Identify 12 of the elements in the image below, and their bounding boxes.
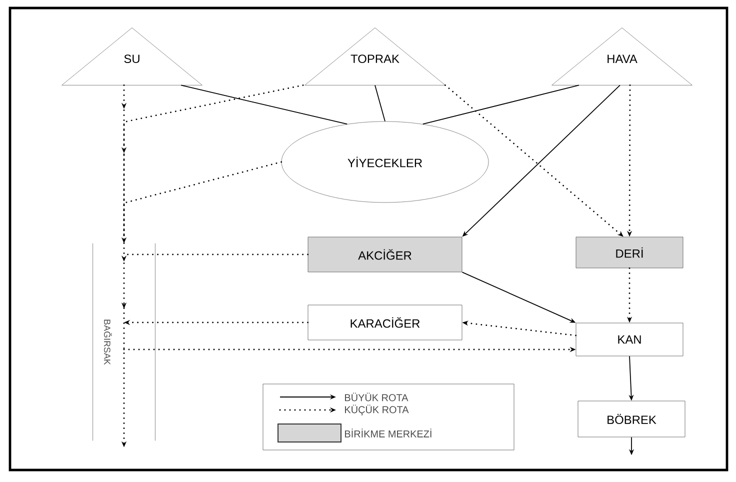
legend-text: BİRİKME MERKEZİ: [345, 428, 432, 438]
organ-box: KARACİĞER: [308, 304, 462, 340]
organ-box: AKCİĞER: [308, 236, 462, 272]
source-triangle: SU: [62, 28, 202, 86]
intestine-band: BAĞIRSAK: [92, 243, 156, 441]
source-triangle: TOPRAK: [304, 28, 446, 86]
legend-text: KÜÇÜK ROTA: [345, 404, 409, 416]
source-triangle: HAVA: [552, 28, 692, 86]
organ-box: KAN: [576, 322, 684, 356]
legend-text: BÜYÜK ROTA: [345, 392, 408, 402]
organ-box: DERİ: [576, 236, 684, 268]
organ-box: BÖBREK: [578, 400, 686, 438]
